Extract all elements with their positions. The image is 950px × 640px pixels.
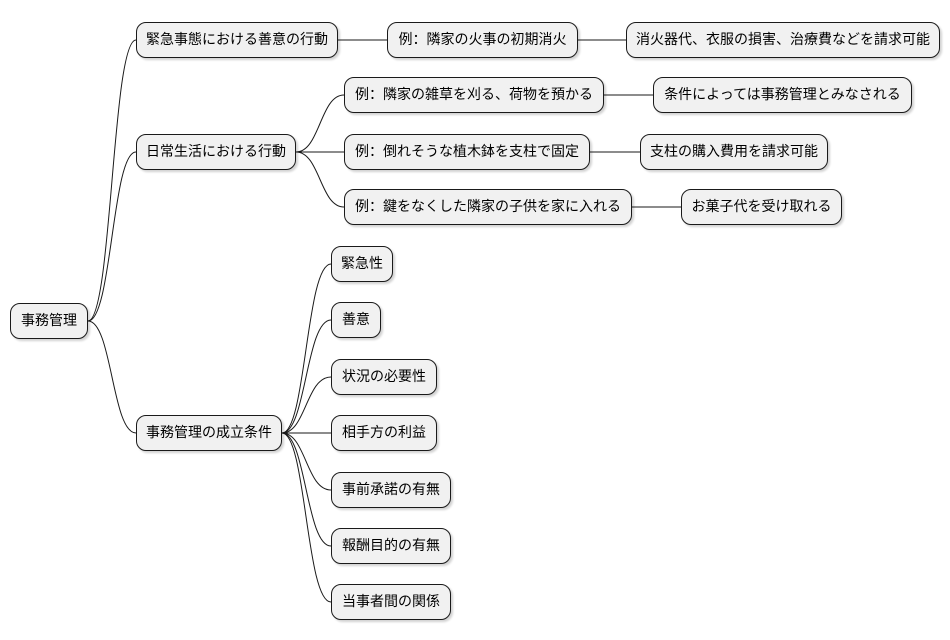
- root-node: 事務管理: [10, 303, 88, 339]
- condition-necessity: 状況の必要性: [331, 359, 437, 395]
- detail-support-cost-claimable: 支柱の購入費用を請求可能: [640, 134, 828, 170]
- example-fire-extinguishing: 例：隣家の火事の初期消火: [387, 22, 578, 58]
- example-flowerpot-support: 例：倒れそうな植木鉢を支柱で固定: [344, 134, 590, 170]
- condition-good-faith: 善意: [331, 302, 381, 338]
- edge-condition-3: [281, 376, 332, 434]
- edge-condition-1: [281, 263, 332, 434]
- edge-root-branch-2: [87, 151, 137, 322]
- condition-relationship: 当事者間の関係: [331, 584, 451, 620]
- branch-requirements: 事務管理の成立条件: [136, 415, 282, 451]
- branch-daily-life-action: 日常生活における行動: [136, 134, 296, 170]
- edge-condition-2: [281, 319, 332, 434]
- detail-fire-claimable-costs: 消火器代、衣服の損害、治療費などを請求可能: [626, 22, 940, 58]
- condition-urgency: 緊急性: [331, 246, 393, 282]
- edge-condition-7: [281, 432, 332, 603]
- detail-receive-snack-money: お菓子代を受け取れる: [681, 189, 842, 225]
- branch-emergency-action: 緊急事態における善意の行動: [136, 22, 338, 58]
- condition-counterparty-benefit: 相手方の利益: [331, 415, 437, 451]
- edge-root-branch-3: [87, 320, 137, 434]
- edge-condition-5: [281, 432, 332, 491]
- edge-branch-2-example-1: [295, 94, 345, 153]
- condition-reward-purpose: 報酬目的の有無: [331, 528, 451, 564]
- edge-condition-6: [281, 432, 332, 547]
- edge-branch-2-example-3: [295, 151, 345, 208]
- edge-root-branch-1: [87, 39, 137, 322]
- condition-prior-consent: 事前承諾の有無: [331, 472, 451, 508]
- example-let-child-in: 例：鍵をなくした隣家の子供を家に入れる: [344, 189, 632, 225]
- example-weeding-parcel: 例：隣家の雑草を刈る、荷物を預かる: [344, 77, 604, 113]
- detail-depends-on-conditions: 条件によっては事務管理とみなされる: [653, 77, 912, 113]
